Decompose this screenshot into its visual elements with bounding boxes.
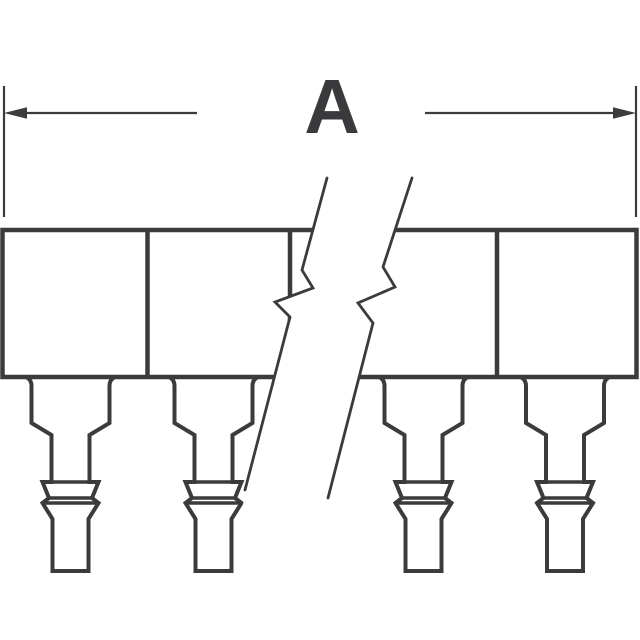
break-line-left	[243, 176, 329, 492]
pin-1	[23, 375, 118, 573]
dimension-arrow-left	[4, 107, 27, 119]
break-gap-mask	[243, 172, 412, 505]
pin-4	[518, 375, 612, 573]
break-lines	[243, 176, 414, 500]
dimension-arrow-right	[613, 107, 636, 119]
dimension-annotation: A	[2, 64, 638, 217]
break-line-right	[326, 176, 414, 500]
pin-3	[376, 375, 471, 573]
dimension-label: A	[304, 64, 360, 150]
pin-2	[166, 375, 261, 573]
